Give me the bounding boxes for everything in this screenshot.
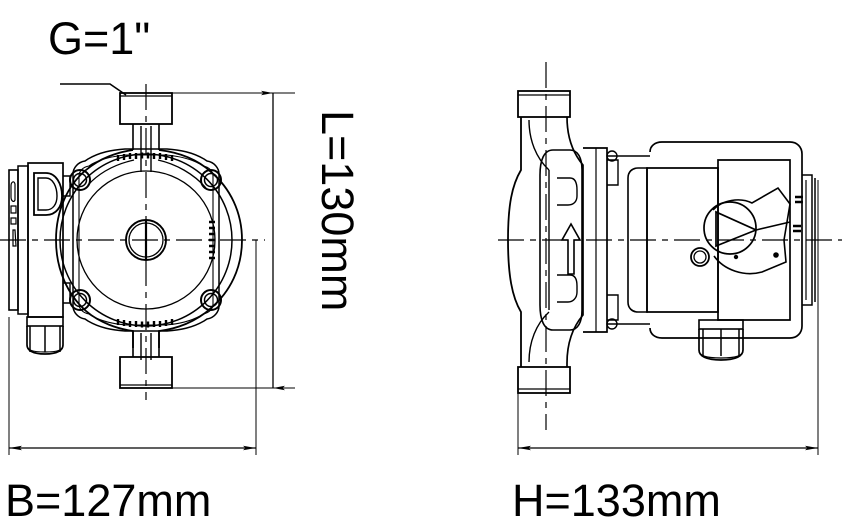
front-view-centerlines [0,84,265,400]
bolt-bottom-right [200,289,222,311]
front-view [0,83,295,455]
dimension-H [517,180,819,455]
cable-gland-side [698,319,744,361]
thread-leader-line [60,83,127,96]
cable-gland-front [26,316,64,355]
height-dimension-label: H=133mm [512,475,721,526]
dimension-B [8,240,257,455]
side-top-flange [517,90,571,118]
flow-direction-arrow [560,222,582,275]
length-dimension-label: L=130mm [312,110,363,311]
speed-selector-knob[interactable] [703,186,803,275]
bolt-top-left [69,169,91,191]
thread-callout-label: G=1" [48,13,150,64]
knob-pivot-ring [690,247,710,267]
dimension-L [172,90,295,391]
side-bottom-flange [517,366,571,394]
bolt-top-right [200,169,222,191]
side-view [498,62,842,455]
side-view-centerlines [498,62,842,430]
bolt-bottom-left [69,289,91,311]
width-dimension-label: B=127mm [5,475,211,526]
